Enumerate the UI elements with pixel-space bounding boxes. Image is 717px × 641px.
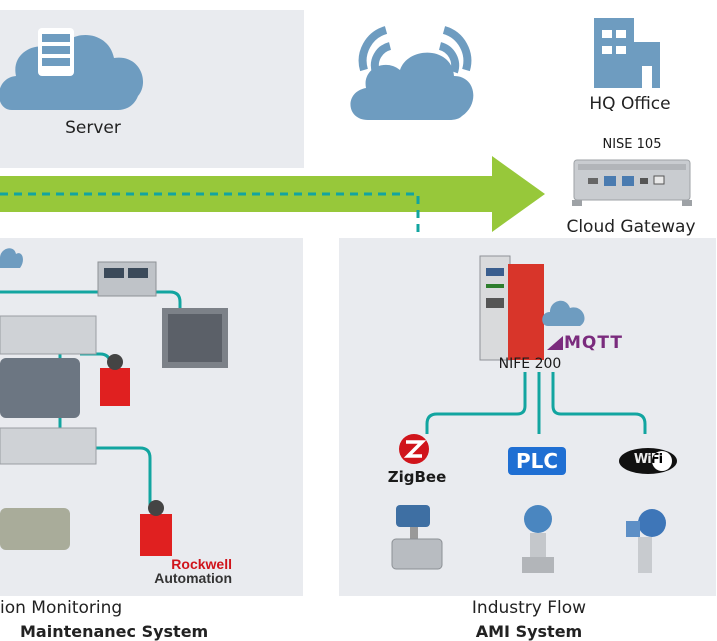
gateway-device-image: [572, 159, 692, 206]
mqtt-logo-icon: [547, 336, 563, 350]
wifi-label: WiFi: [633, 452, 663, 467]
wireless-cloud-icon: [350, 26, 474, 120]
wifi-logo-icon: [619, 448, 677, 474]
nife-200-device-image: [479, 255, 544, 361]
server-cloud-icon: [0, 28, 143, 110]
mqtt-logo: MQTT: [564, 333, 623, 353]
server-label: Server: [65, 118, 121, 138]
nife-200-label: NIFE 200: [498, 356, 562, 372]
maintenance-system-title: Maintenanec System: [20, 622, 209, 641]
monitoring-network-diagram: [0, 248, 228, 556]
hq-office-label: HQ Office: [589, 94, 671, 114]
industry-flow-title: Industry Flow: [471, 598, 587, 618]
pressure-transmitter-image: [522, 505, 554, 573]
protocol-links: [425, 372, 647, 434]
building-icon: [594, 18, 660, 88]
gateway-model-label: NISE 105: [602, 137, 662, 152]
zigbee-icon: [399, 434, 429, 464]
valve-actuator-image: [391, 505, 443, 570]
ami-system-title: AMI System: [475, 622, 583, 641]
rockwell-logo-line1: Rockwell: [171, 556, 232, 572]
zigbee-label: ZigBee: [387, 468, 447, 486]
cloud-gateway-label: Cloud Gateway: [566, 217, 696, 237]
monitoring-title: ion Monitoring: [0, 598, 123, 618]
rockwell-logo-line2: Automation: [154, 570, 232, 586]
mqtt-cloud-icon: [542, 300, 585, 326]
plc-badge: PLC: [508, 447, 566, 475]
data-flow-arrow: [0, 156, 545, 234]
flow-meter-image: [626, 509, 666, 573]
